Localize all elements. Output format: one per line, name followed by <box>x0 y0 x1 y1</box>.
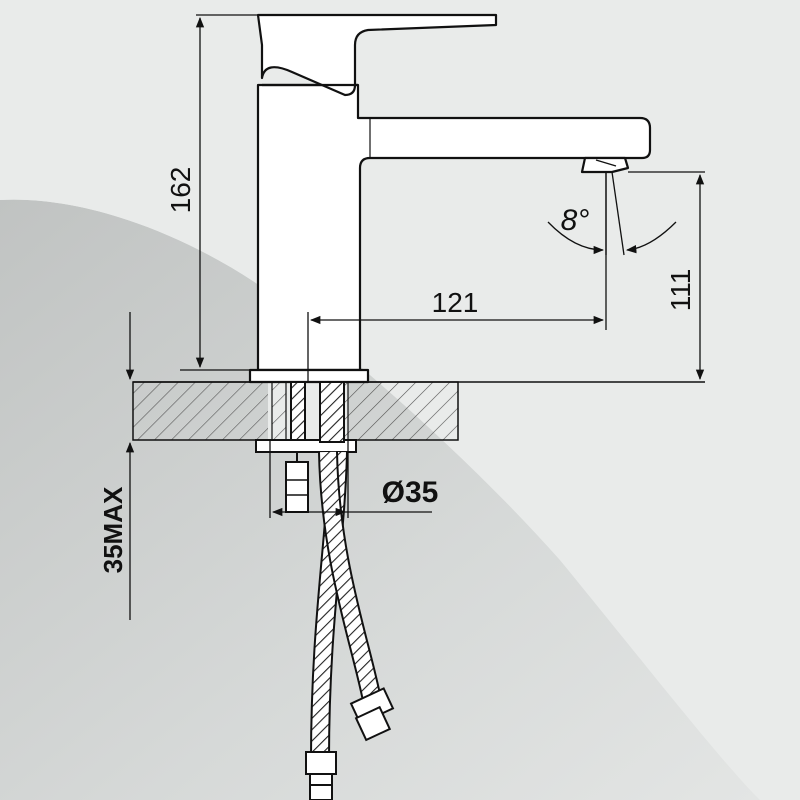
aerator <box>580 156 630 174</box>
hose-fitting-right <box>349 687 395 742</box>
total-height-label: 162 <box>165 167 196 214</box>
spout-reach-label: 121 <box>432 287 479 318</box>
spout <box>256 83 652 372</box>
dimension-lines <box>125 14 705 620</box>
faucet-body <box>248 13 652 384</box>
spout-height-label: 111 <box>665 269 696 312</box>
spout-angle-label: 8° <box>561 204 590 237</box>
max-deck-thickness-label: 35MAX <box>98 486 128 573</box>
background-shadow <box>0 199 760 800</box>
lever-handle <box>256 13 498 97</box>
hose-fitting-left <box>305 751 337 800</box>
threaded-rod <box>290 381 306 443</box>
mounting-hardware <box>255 381 357 513</box>
braided-hoses <box>305 451 395 800</box>
nut <box>285 461 309 513</box>
base-flange <box>248 368 370 384</box>
hole-diameter-label: Ø35 <box>382 476 439 509</box>
